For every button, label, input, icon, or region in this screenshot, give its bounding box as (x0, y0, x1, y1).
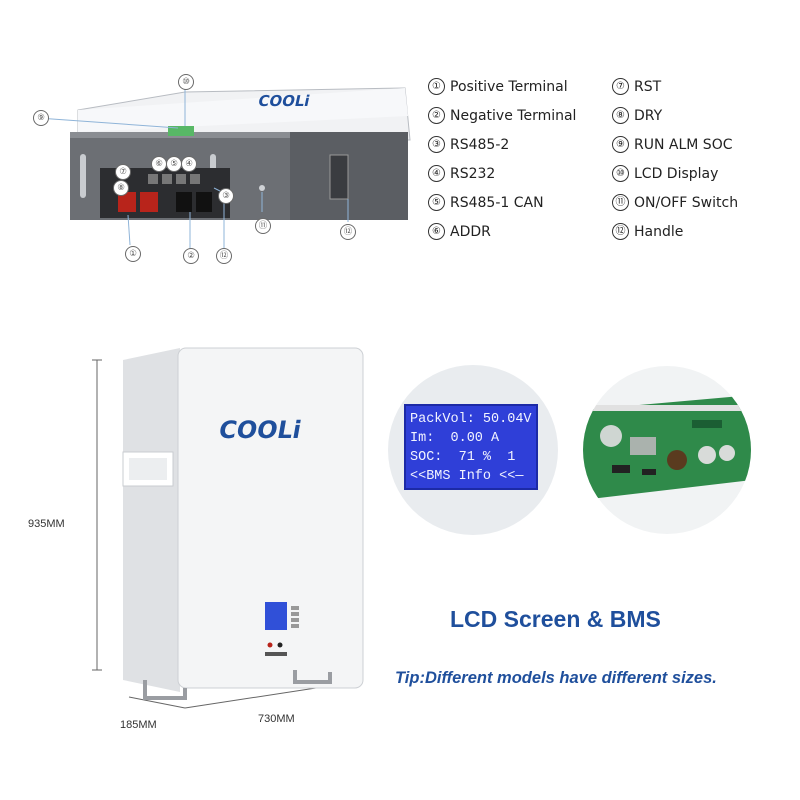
callout-6: ⑥ (151, 156, 167, 172)
battery-front-view: COOLi (92, 347, 364, 709)
callout-12a: ⑫ (340, 224, 356, 240)
callout-3: ③ (218, 188, 234, 204)
lcd-line-1: PackVol: 50.04V (410, 412, 532, 427)
dimension-height: 935MM (28, 518, 65, 530)
tip-text: Tip:Different models have different size… (395, 669, 717, 687)
callout-12b: ⑫ (216, 248, 232, 264)
lid-brand-logo: COOLi (257, 92, 312, 110)
callout-5: ⑤ (166, 156, 182, 172)
callout-9: ⑨ (33, 110, 49, 126)
bms-board-circle (583, 366, 751, 534)
caption-lcd-bms: LCD Screen & BMS (450, 606, 661, 632)
lcd-screen: PackVol: 50.04V Im: 0.00 A SOC: 71 % 1 <… (404, 404, 538, 490)
callout-10: ⑩ (178, 74, 194, 90)
lcd-line-2: Im: 0.00 A (410, 431, 500, 446)
front-brand-logo: COOLi (217, 416, 304, 444)
battery-top-view: COOLi (37, 87, 411, 248)
dimension-depth: 185MM (120, 719, 157, 731)
callout-4: ④ (181, 156, 197, 172)
callout-8: ⑧ (113, 180, 129, 196)
dimension-width: 730MM (258, 713, 295, 725)
callout-11: ⑪ (255, 218, 271, 234)
callout-1: ① (125, 246, 141, 262)
callout-2: ② (183, 248, 199, 264)
callout-7: ⑦ (115, 164, 131, 180)
lcd-line-3: SOC: 71 % 1 (410, 450, 516, 465)
lcd-line-4: <<BMS Info <<— (410, 469, 524, 484)
